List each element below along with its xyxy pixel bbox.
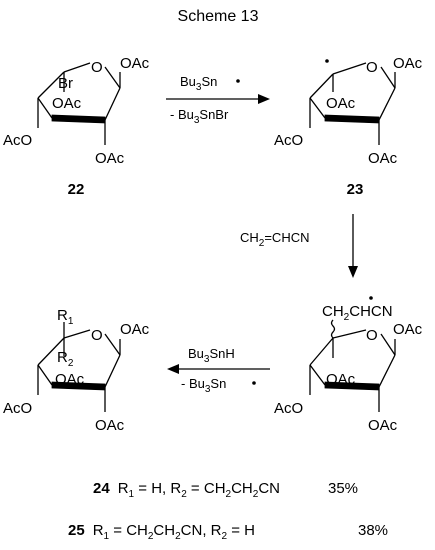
bold-ring-bond: [51, 114, 106, 124]
scheme-title: Scheme 13: [178, 8, 259, 25]
compound-22: O Br OAc OAc AcO OAc 22: [3, 55, 150, 198]
ring-oxygen-label: O: [91, 59, 103, 76]
arrow-step3: Bu3SnH - Bu3Sn: [167, 346, 270, 395]
oac-label: OAc: [95, 150, 125, 167]
compound-number: 23: [347, 181, 364, 198]
oac-label: OAc: [368, 150, 398, 167]
radical-dot: [236, 79, 240, 83]
reagent-label: Bu3SnH: [188, 346, 235, 365]
arrow-step2: CH2=CHCN: [240, 214, 358, 278]
radical-dot: [325, 59, 329, 63]
bromo-label: Br: [58, 75, 73, 92]
radical-dot: [252, 381, 256, 385]
ring-oxygen-label: O: [366, 327, 378, 344]
compound-adduct-radical: CH2CHCN O OAc OAc AcO OAc: [274, 296, 423, 434]
oac-label: OAc: [368, 417, 398, 434]
oac-label: OAc: [52, 95, 82, 112]
compound-number: 22: [68, 181, 85, 198]
oac-label: OAc: [393, 55, 423, 72]
ring-oxygen-label: O: [366, 59, 378, 76]
r1-label: R1: [57, 307, 74, 327]
side-chain-label: CH2CHCN: [322, 303, 393, 323]
ring-oxygen-label: O: [91, 327, 103, 344]
aco-label: AcO: [274, 400, 303, 417]
radical-dot: [369, 296, 373, 300]
compound-24-25: O R1 R2 OAc OAc AcO OAc: [3, 307, 150, 434]
yield-label: 35%: [328, 480, 358, 497]
compound-23: O OAc OAc AcO OAc 23: [274, 55, 423, 198]
oac-label: OAc: [120, 321, 150, 338]
aco-label: AcO: [3, 400, 32, 417]
aco-label: AcO: [274, 132, 303, 149]
aco-label: AcO: [3, 132, 32, 149]
arrow-step1: Bu3Sn - Bu3SnBr: [166, 74, 270, 126]
oac-label: OAc: [393, 321, 423, 338]
oac-label: OAc: [55, 371, 85, 388]
oac-label: OAc: [326, 371, 356, 388]
reagent-label: Bu3Sn: [180, 74, 217, 93]
yield-label: 38%: [358, 522, 388, 539]
bold-ring-bond: [324, 114, 380, 124]
r2-label: R2: [57, 349, 74, 369]
byproduct-label: - Bu3SnBr: [170, 107, 229, 126]
oac-label: OAc: [326, 95, 356, 112]
oac-label: OAc: [95, 417, 125, 434]
reagent-label: CH2=CHCN: [240, 230, 310, 249]
byproduct-label: - Bu3Sn: [181, 376, 226, 395]
oac-label: OAc: [120, 55, 150, 72]
wavy-bond: [330, 319, 336, 339]
